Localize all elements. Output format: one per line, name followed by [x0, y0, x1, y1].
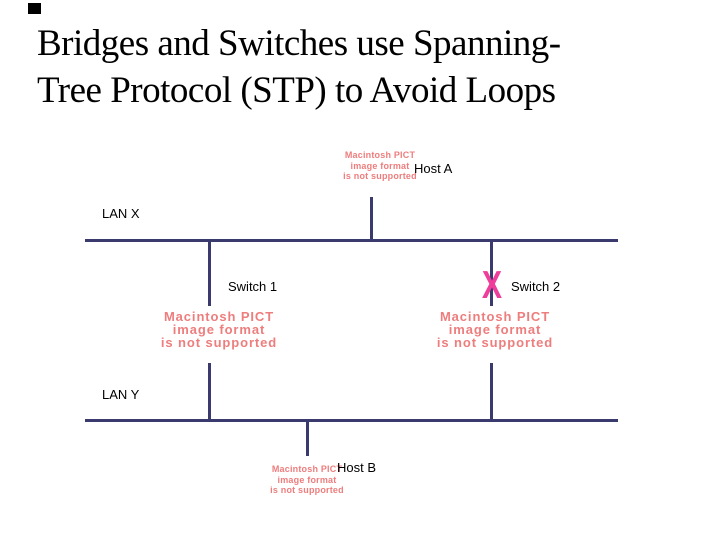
host-a-label: Host A	[414, 161, 453, 176]
lan-x-bus-line	[85, 239, 618, 242]
slide-title-line2: Tree Protocol (STP) to Avoid Loops	[37, 70, 556, 111]
stray-black-square	[28, 3, 41, 14]
pict-line1: Macintosh PICT	[439, 309, 551, 324]
pict-line3: is not supported	[270, 485, 344, 495]
lan-y-label: LAN Y	[102, 387, 140, 402]
host-a-drop-line	[370, 197, 373, 242]
pict-line1: Macintosh PICT	[271, 464, 343, 474]
pict-line2: image format	[350, 160, 410, 171]
lan-y-bus-line	[85, 419, 618, 422]
pict-line3: is not supported	[436, 335, 554, 350]
switch1-lower-link-line	[208, 363, 211, 421]
switch1-upper-link-line	[208, 240, 211, 306]
lan-x-label: LAN X	[102, 206, 140, 221]
slide-title-line1: Bridges and Switches use Spanning-	[37, 23, 561, 64]
pict-line3: is not supported	[160, 335, 278, 350]
pict-line2: image format	[172, 322, 266, 337]
pict-line1: Macintosh PICT	[344, 150, 416, 160]
switch2-label: Switch 2	[511, 279, 561, 294]
switch2-lower-link-line	[490, 363, 493, 421]
pict-placeholder-host-a: Macintosh PICT image format is not suppo…	[340, 150, 420, 182]
blocked-port-x-mark: X	[481, 262, 503, 307]
pict-placeholder-switch2: Macintosh PICT image format is not suppo…	[418, 310, 572, 349]
switch2-upper-link-line	[490, 240, 493, 306]
host-b-drop-line	[306, 421, 309, 456]
pict-placeholder-host-b: Macintosh PICT image format is not suppo…	[267, 464, 347, 496]
slide-title: Bridges and Switches use Spanning- Tree …	[37, 20, 712, 114]
pict-placeholder-switch1: Macintosh PICT image format is not suppo…	[142, 310, 296, 349]
pict-line3: is not supported	[343, 171, 417, 181]
switch1-label: Switch 1	[228, 279, 278, 294]
pict-line1: Macintosh PICT	[163, 309, 275, 324]
pict-line2: image format	[277, 474, 337, 485]
pict-line2: image format	[448, 322, 542, 337]
host-b-label: Host B	[337, 460, 377, 475]
